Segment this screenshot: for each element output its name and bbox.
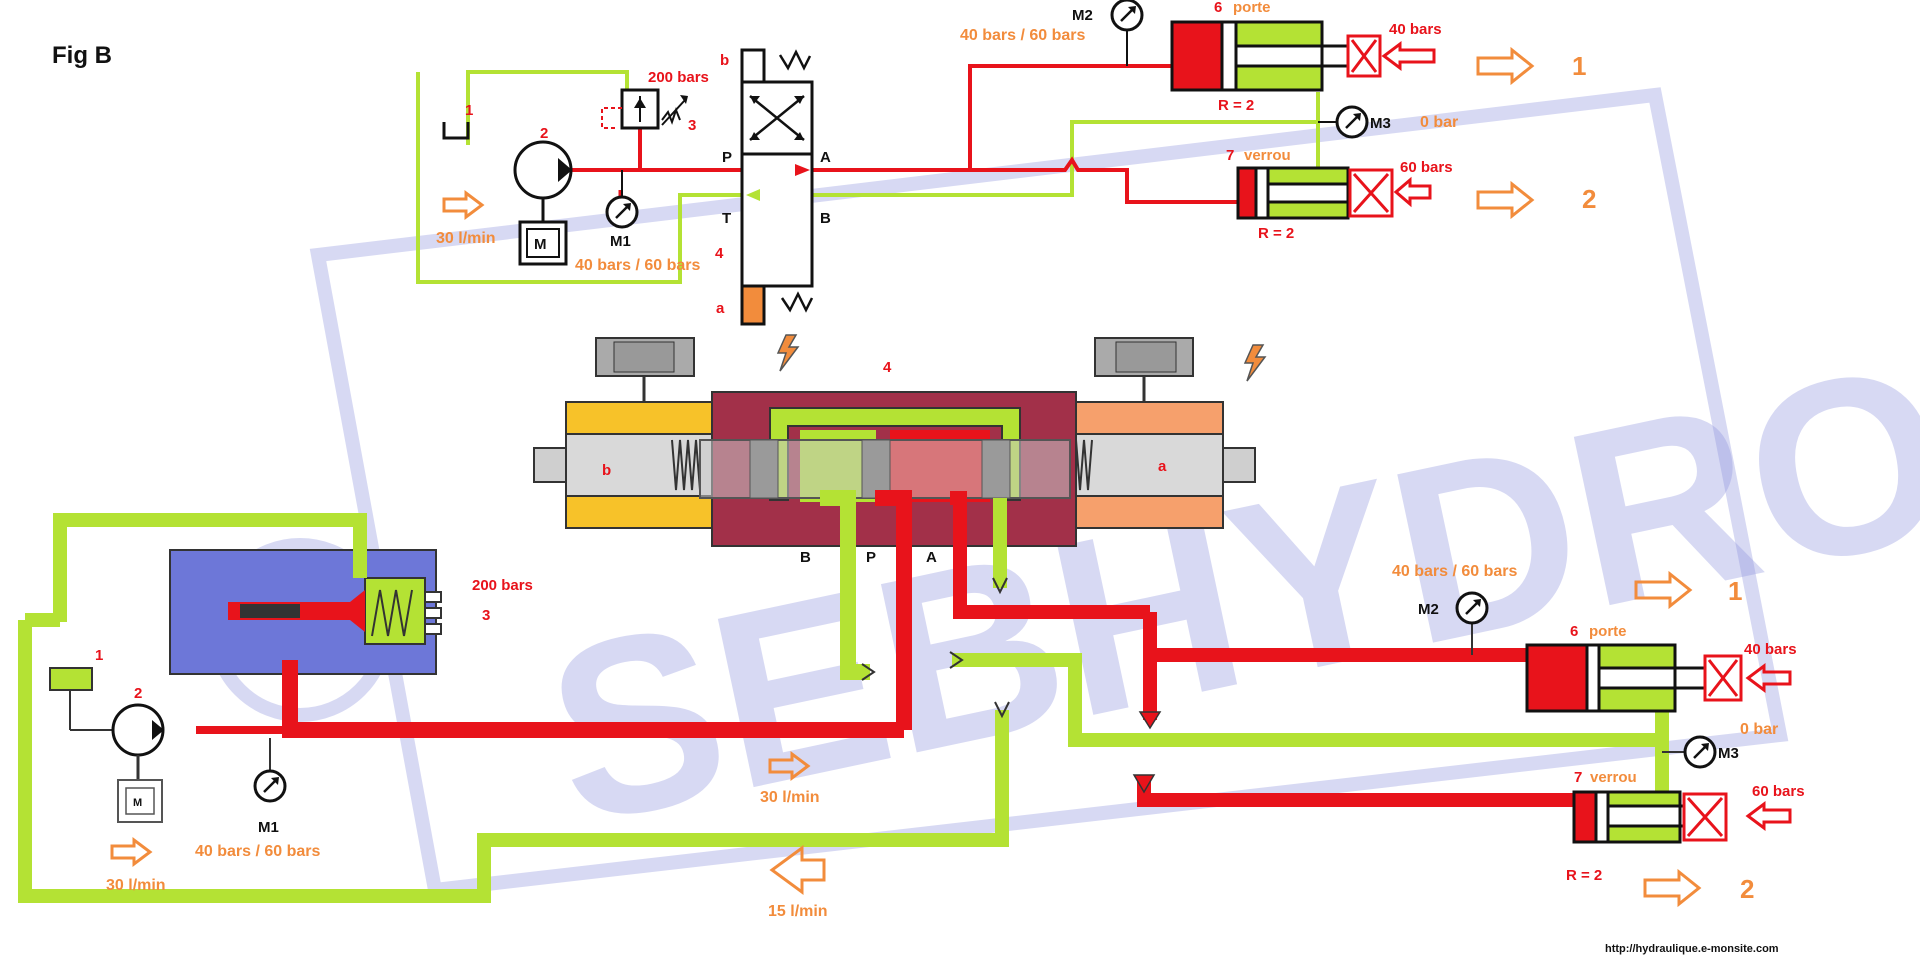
- valve-number: 4: [715, 245, 724, 262]
- cylinder-7-name: verrou: [1244, 147, 1291, 164]
- cutaway-cylinder-6-load: 40 bars: [1744, 641, 1797, 658]
- solenoid-b-label: b: [720, 52, 729, 69]
- cutaway-motor-label: M: [133, 797, 142, 809]
- figure-title: Fig B: [52, 42, 112, 69]
- cutaway-gauge-m1-pressure: 40 bars / 60 bars: [195, 843, 321, 860]
- cylinder-6-name: porte: [1233, 0, 1271, 16]
- source-url: http://hydraulique.e-monsite.com: [1605, 943, 1779, 955]
- cutaway-tank: [49, 667, 93, 691]
- pump-number: 2: [540, 125, 548, 142]
- cutaway-port-p: P: [866, 549, 876, 566]
- cylinder-6-ratio: R = 2: [1218, 97, 1254, 114]
- cutaway-cylinder-6-name: porte: [1589, 623, 1627, 640]
- cutaway-cylinder-6: [1525, 643, 1792, 713]
- gauge-m2-label: M2: [1072, 7, 1093, 24]
- cutaway-cylinder-7-ratio: R = 2: [1566, 867, 1602, 884]
- cutaway-solenoid-b: b: [602, 462, 611, 479]
- port-a-label: A: [820, 149, 831, 166]
- cutaway-cylinder-7-number: 7: [1574, 769, 1582, 786]
- cylinder-7-verrou: [1236, 166, 1432, 220]
- sequence-2-label: 2: [1582, 184, 1596, 214]
- cutaway-tank-number: 1: [95, 647, 103, 664]
- cutaway-valve-number: 4: [883, 359, 892, 376]
- relief-setting: 200 bars: [648, 69, 709, 86]
- cutaway-sequence-2: 2: [1740, 874, 1754, 904]
- cutaway-relief-setting: 200 bars: [472, 577, 533, 594]
- sequence-1-label: 1: [1572, 51, 1586, 81]
- gauge-m1-label: M1: [610, 233, 631, 250]
- port-p-label: P: [722, 149, 732, 166]
- iso-schematic: 1 2 M 30 l/min M1 40 bars / 60 bars 200 …: [416, 0, 1596, 372]
- motor-label: M: [534, 236, 547, 253]
- cutaway-gauge-m2-pressure: 40 bars / 60 bars: [1392, 563, 1518, 580]
- cutaway-relief-number: 3: [482, 607, 490, 624]
- directional-valve-symbol: [740, 48, 814, 326]
- gauge-m3-label: M3: [1370, 115, 1391, 132]
- cutaway-sequence-1: 1: [1728, 576, 1742, 606]
- cutaway-port-a: A: [926, 549, 937, 566]
- tank-symbol: [442, 122, 470, 140]
- cutaway-flow-return-line: 15 l/min: [768, 903, 828, 920]
- gauge-m2-pressure: 40 bars / 60 bars: [960, 27, 1086, 44]
- cutaway-gauge-m3-pressure: 0 bar: [1740, 721, 1778, 738]
- cutaway-port-b: B: [800, 549, 811, 566]
- cutaway-cylinder-7-name: verrou: [1590, 769, 1637, 786]
- cutaway-cylinder-6-number: 6: [1570, 623, 1578, 640]
- solenoid-lightning-icon: [777, 334, 799, 372]
- port-t-label: T: [722, 210, 731, 227]
- cutaway-pump-number: 2: [134, 685, 142, 702]
- port-b-label: B: [820, 210, 831, 227]
- cylinder-6-load: 40 bars: [1389, 21, 1442, 38]
- solenoid-a-label: a: [716, 300, 725, 317]
- relief-number: 3: [688, 117, 696, 134]
- gauge-m3-pressure: 0 bar: [1420, 114, 1458, 131]
- tank-number: 1: [465, 102, 473, 119]
- cylinder-7-ratio: R = 2: [1258, 225, 1294, 242]
- cutaway-cylinder-7-load: 60 bars: [1752, 783, 1805, 800]
- cutaway-flow-pump: 30 l/min: [106, 877, 166, 894]
- cutaway-lightning-icon: [1244, 344, 1266, 382]
- cutaway-gauge-m3: M3: [1718, 745, 1739, 762]
- cylinder-7-load: 60 bars: [1400, 159, 1453, 176]
- cylinder-6-number: 6: [1214, 0, 1222, 16]
- cutaway-gauge-m2: M2: [1418, 601, 1439, 618]
- flow-rate: 30 l/min: [436, 230, 496, 247]
- cylinder-7-number: 7: [1226, 147, 1234, 164]
- cylinder-6-porte: [1170, 20, 1436, 92]
- gauge-m1-pressure: 40 bars / 60 bars: [575, 257, 701, 274]
- cutaway-gauge-m1: M1: [258, 819, 279, 836]
- cutaway-cylinder-7: [1572, 790, 1792, 844]
- cutaway-illustration: 4 b a B P A 200 bars 3 1: [18, 337, 1805, 920]
- cutaway-solenoid-a: a: [1158, 458, 1167, 475]
- cutaway-flow-pressure-line: 30 l/min: [760, 789, 820, 806]
